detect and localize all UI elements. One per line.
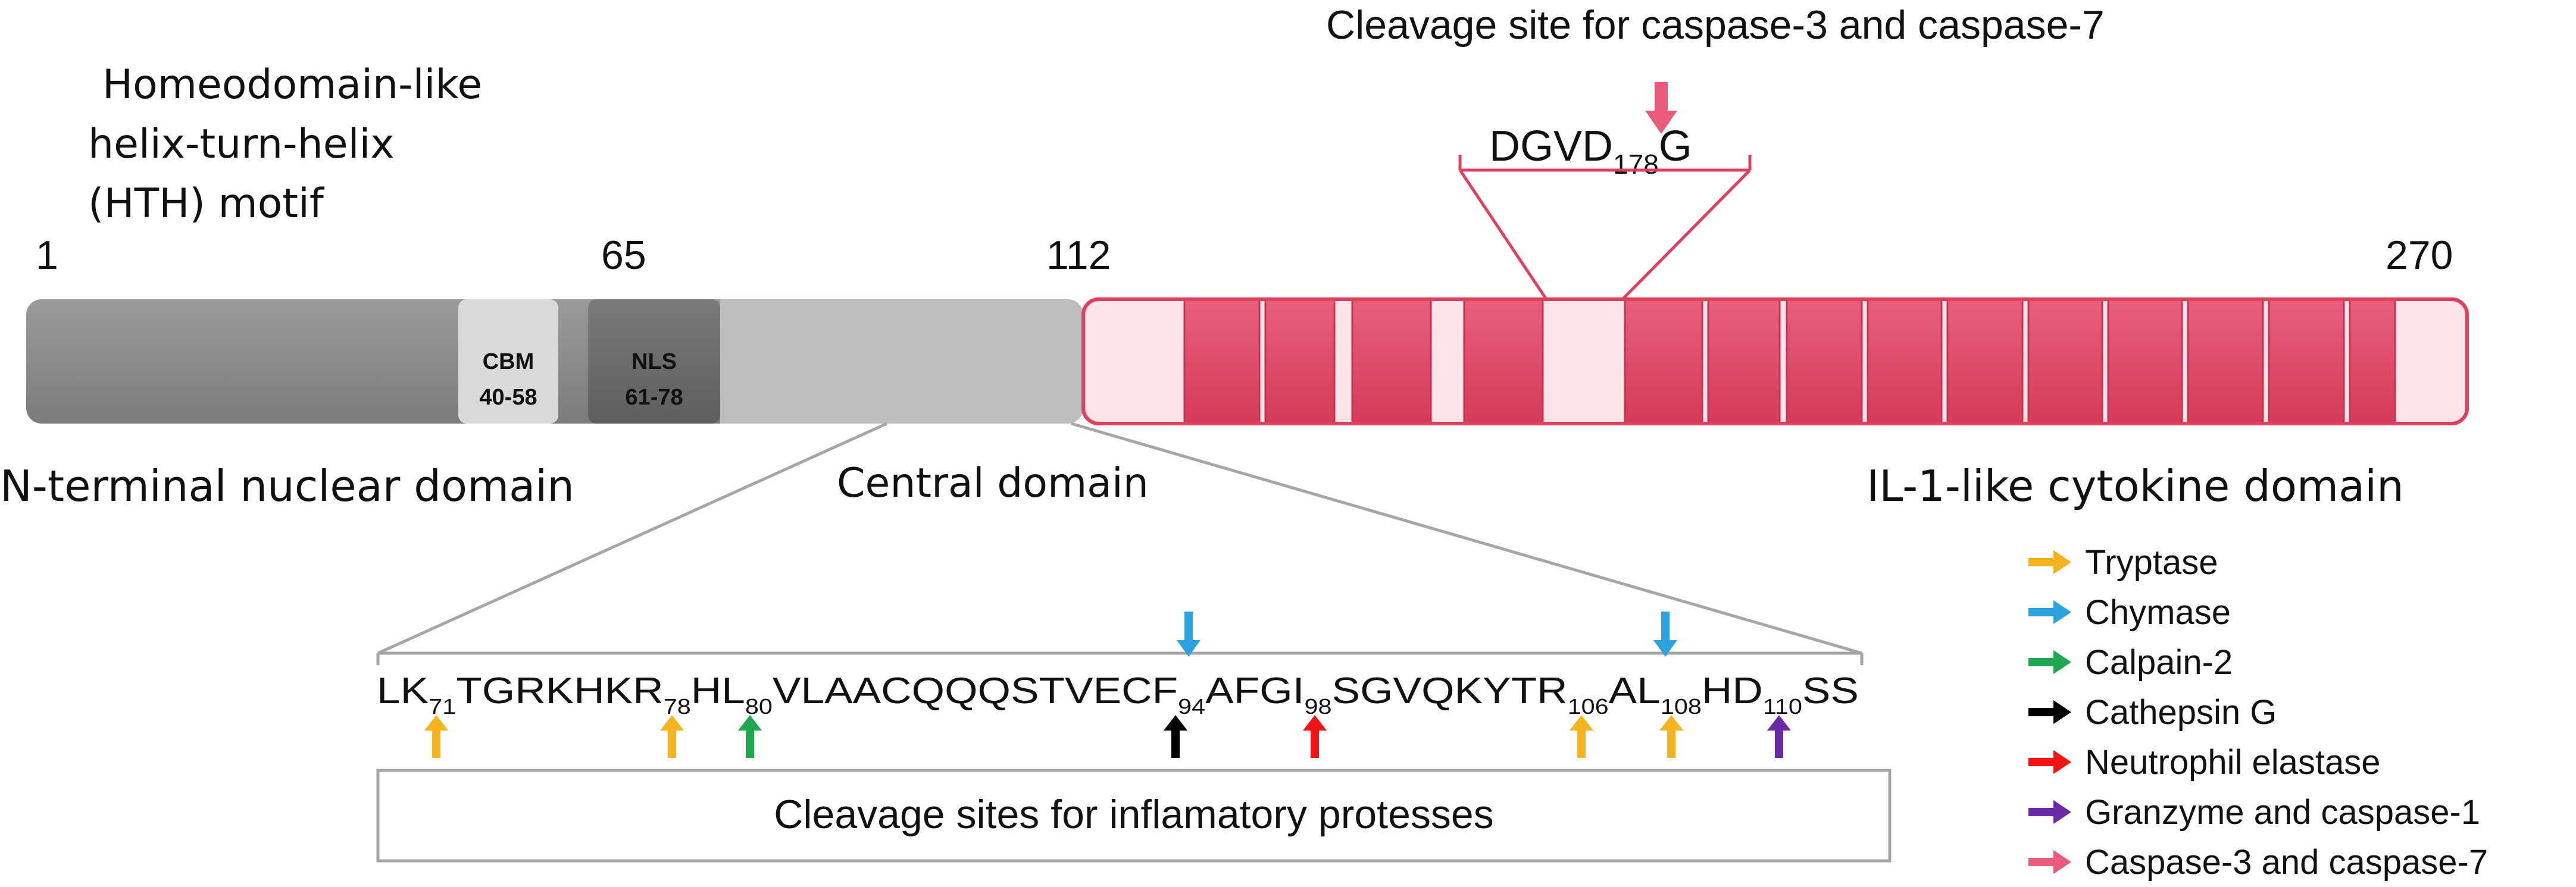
legend-label: Caspase-3 and caspase-7 <box>2085 843 2488 882</box>
cathepsin-g-up-arrow-icon <box>1164 715 1187 758</box>
legend-arrow-icon <box>2028 700 2071 724</box>
beta-strand-block <box>1707 298 1781 425</box>
legend-label: Cathepsin G <box>2085 693 2277 732</box>
beta-strand-block <box>2268 298 2345 425</box>
caspase-site-callout <box>1458 155 1752 300</box>
legend-item: Chymase <box>2028 593 2231 632</box>
n-terminal-central-bar: CBM 40-58 NLS 61-78 <box>26 299 1083 424</box>
legend-item: Granzyme and caspase-1 <box>2028 793 2480 832</box>
legend-item: Neutrophil elastase <box>2028 743 2381 782</box>
granzyme-caspase-1-up-arrow-icon <box>1767 715 1791 758</box>
beta-strand-block <box>1463 298 1544 425</box>
beta-strand-block <box>2027 298 2103 425</box>
cbm-range-label: 40-58 <box>479 385 537 410</box>
central-domain-label: Central domain <box>837 460 1149 507</box>
il1-domain-label: IL-1-like cytokine domain <box>1867 461 2404 511</box>
tryptase-up-arrow-icon <box>1570 715 1593 758</box>
legend-label: Tryptase <box>2085 543 2218 582</box>
cbm-label: CBM <box>483 349 534 374</box>
neutrophil-elastase-up-arrow-icon <box>1303 715 1327 758</box>
il1-like-domain-bar <box>1081 297 2469 425</box>
legend-label: Neutrophil elastase <box>2085 743 2381 782</box>
n-terminal-domain-label: N-terminal nuclear domain <box>0 461 574 511</box>
chymase-down-arrow-icon <box>1653 612 1677 657</box>
legend-item: Tryptase <box>2028 543 2218 582</box>
cbm-region <box>458 299 558 424</box>
legend-item: Cathepsin G <box>2028 693 2277 732</box>
legend-arrow-icon <box>2028 600 2071 624</box>
legend-label: Calpain-2 <box>2085 643 2233 682</box>
legend-arrow-icon <box>2028 550 2071 574</box>
tryptase-up-arrow-icon <box>660 715 684 758</box>
legend-arrow-icon <box>2028 800 2071 824</box>
legend-label: Granzyme and caspase-1 <box>2085 793 2480 832</box>
beta-strand-block <box>1867 298 1943 425</box>
position-label-65: 65 <box>601 233 646 278</box>
beta-strand-block <box>1624 298 1703 425</box>
legend-arrow-icon <box>2028 750 2071 774</box>
beta-strand-block <box>1786 298 1863 425</box>
position-label-112: 112 <box>1046 233 1111 278</box>
hth-label-line2: helix-turn-helix <box>88 121 395 168</box>
beta-strand-block <box>2349 298 2396 425</box>
legend-arrow-icon <box>2028 850 2071 874</box>
hth-motif-label: Homeodomain-like helix-turn-helix (HTH) … <box>88 61 482 227</box>
nls-label: NLS <box>632 349 677 374</box>
beta-strand-block <box>2107 298 2183 425</box>
cleavage-sites-box: Cleavage sites for inflamatory protesses <box>376 769 1892 863</box>
cleavage-sites-label: Cleavage sites for inflamatory protesses <box>774 792 1493 837</box>
tryptase-up-arrow-icon <box>1659 715 1683 758</box>
caspase-site-arrow-icon <box>1645 82 1677 134</box>
beta-strand-block <box>1946 298 2024 425</box>
calpain-2-up-arrow-icon <box>738 715 762 758</box>
legend-label: Chymase <box>2085 593 2231 632</box>
beta-strand-block <box>1351 298 1432 425</box>
hth-label-line1: Homeodomain-like <box>102 61 482 108</box>
beta-strand-block <box>2187 298 2264 425</box>
position-label-1: 1 <box>36 233 58 278</box>
legend-arrow-icon <box>2028 650 2071 674</box>
beta-strand-block <box>1183 298 1261 425</box>
legend-item: Calpain-2 <box>2028 643 2233 682</box>
position-label-270: 270 <box>2386 233 2453 278</box>
central-domain-zoom-lines <box>376 422 1864 665</box>
beta-strand-block <box>1264 298 1336 425</box>
hth-label-line3: (HTH) motif <box>88 180 325 227</box>
caspase-cleavage-title: Cleavage site for caspase-3 and caspase-… <box>1326 2 2105 48</box>
tryptase-up-arrow-icon <box>424 715 448 758</box>
caspase-cleavage-sequence: DGVD178G <box>1489 123 1692 180</box>
nls-region <box>588 299 720 424</box>
legend-item: Caspase-3 and caspase-7 <box>2028 843 2488 882</box>
chymase-down-arrow-icon <box>1177 612 1201 657</box>
nls-range-label: 61-78 <box>625 385 683 410</box>
